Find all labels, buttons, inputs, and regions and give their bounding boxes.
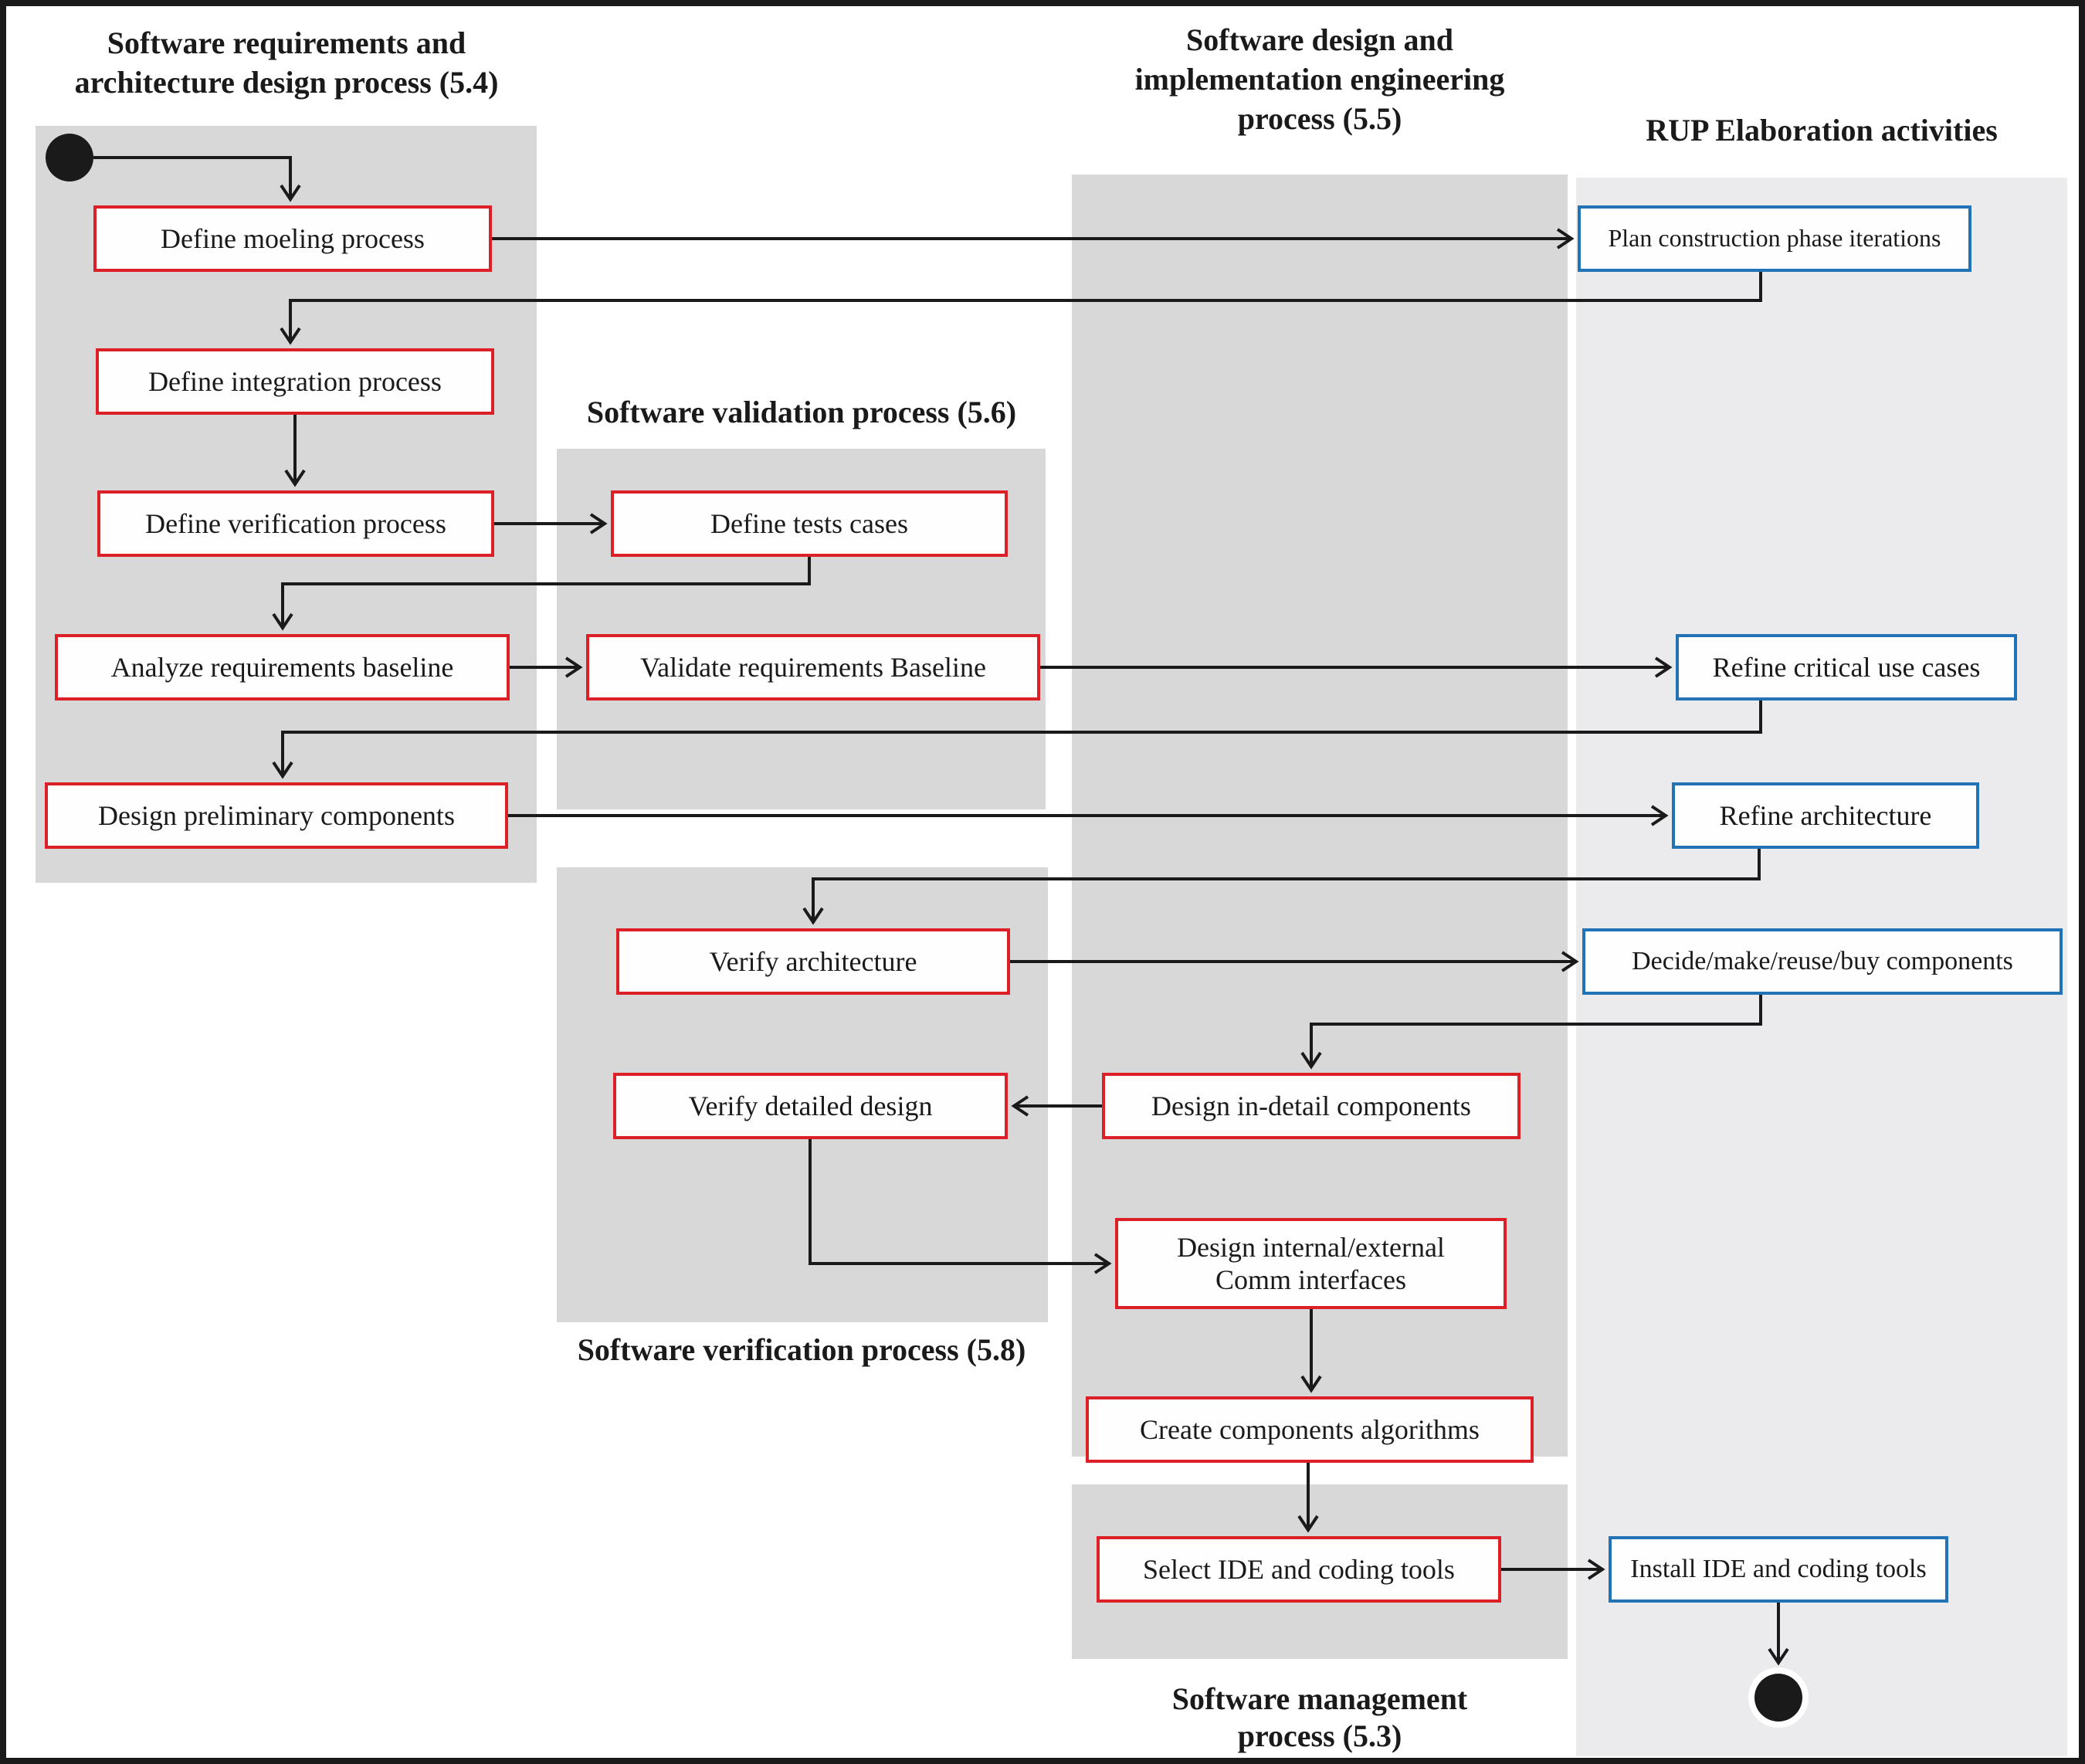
box-design-comm-interfaces: Design internal/external Comm interfaces [1115,1218,1507,1309]
box-analyze-requirements: Analyze requirements baseline [55,634,510,701]
end-node [1754,1674,1802,1722]
title-requirements-process: Software requirements and architecture d… [36,23,537,102]
title-line: process (5.3) [1237,1718,1402,1753]
box-install-ide: Install IDE and coding tools [1609,1536,1948,1603]
edge-refine-architecture-to-verify-architecture [802,849,1761,925]
box-label-line: Design internal/external [1177,1231,1445,1263]
box-plan-construction: Plan construction phase iterations [1578,205,1971,272]
edge-define-test-cases-to-analyze-requirements [272,557,811,631]
edge-refine-use-cases-to-design-preliminary [272,701,1762,779]
box-define-verification: Define verification process [97,490,494,557]
edge-verify-detailed-design-to-design-comm [809,1139,1112,1274]
box-define-modeling: Define moeling process [93,205,492,272]
title-rup-elaboration: RUP Elaboration activities [1646,113,1998,148]
start-node [46,134,93,181]
title-line: implementation engineering [1134,62,1505,97]
box-verify-detailed-design: Verify detailed design [613,1073,1008,1139]
title-line: Software requirements and [107,25,466,60]
title-line: process (5.5) [1237,101,1402,137]
box-label-line: Comm interfaces [1215,1264,1406,1295]
box-decide-components: Decide/make/reuse/buy components [1582,928,2063,995]
box-define-test-cases: Define tests cases [611,490,1008,557]
box-define-integration: Define integration process [96,348,494,415]
edge-decide-components-to-design-indetail [1300,995,1762,1070]
title-design-process: Software design and implementation engin… [1072,20,1568,139]
box-design-preliminary: Design preliminary components [45,782,508,849]
edge-plan-construction-to-define-integration [280,272,1762,345]
title-verification-process: Software verification process (5.8) [577,1332,1026,1367]
title-line: Software design and [1186,22,1453,57]
edge-start-to-define-modeling [93,156,301,202]
box-design-indetail: Design in-detail components [1102,1073,1521,1139]
box-refine-architecture: Refine architecture [1672,782,1979,849]
box-select-ide: Select IDE and coding tools [1097,1536,1501,1603]
box-create-algorithms: Create components algorithms [1086,1396,1534,1463]
connector-layer [46,134,1809,1728]
title-validation-process: Software validation process (5.6) [586,395,1017,429]
title-line: Software management [1171,1681,1468,1716]
box-refine-use-cases: Refine critical use cases [1676,634,2017,701]
box-verify-architecture: Verify architecture [616,928,1010,995]
title-line: architecture design process (5.4) [74,65,499,100]
box-validate-requirements: Validate requirements Baseline [586,634,1040,701]
title-management-process: Software management process (5.3) [1072,1681,1568,1755]
